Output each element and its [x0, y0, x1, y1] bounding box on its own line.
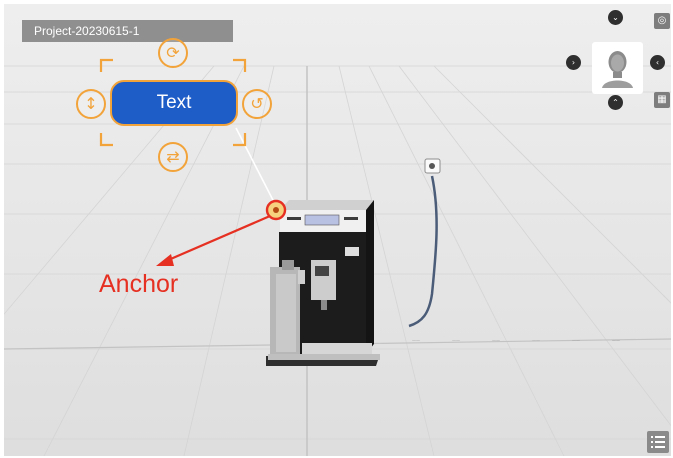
keyboard-icon: ▦	[657, 94, 667, 105]
power-cable	[408, 175, 438, 328]
resize-vertical-icon: ↕	[84, 94, 98, 113]
anchor-annotation-label: Anchor	[99, 270, 179, 298]
chevron-down-icon: ⌄	[612, 13, 619, 22]
list-menu-button[interactable]	[647, 431, 669, 453]
flip-handle[interactable]: ⇄	[158, 142, 188, 172]
keyboard-button[interactable]: ▦	[654, 92, 670, 108]
text-annotation-box[interactable]: Text	[110, 80, 238, 126]
recenter-button[interactable]: ◎	[654, 13, 670, 29]
scene-canvas[interactable]	[4, 4, 671, 456]
resize-vertical-handle[interactable]: ↕	[76, 89, 106, 119]
rotate-icon: ⟳	[166, 43, 180, 62]
axis-tick-label: ——	[532, 338, 540, 343]
leader-line	[235, 127, 277, 207]
view-down-button[interactable]: ⌄	[608, 10, 623, 25]
axis-tick-label: ——	[492, 338, 500, 343]
target-icon: ◎	[657, 15, 667, 26]
tilt-icon: ↺	[250, 94, 264, 113]
flip-icon: ⇄	[166, 147, 180, 166]
head-icon	[602, 51, 633, 88]
axis-tick-label: ——	[452, 338, 460, 343]
annotation-arrowhead	[156, 254, 174, 266]
selection-brackets	[99, 58, 247, 147]
list-icon	[651, 436, 665, 448]
anchor-marker-core	[273, 207, 279, 213]
tilt-handle[interactable]: ↺	[242, 89, 272, 119]
project-title: Project-20230615-1	[22, 20, 233, 42]
view-up-button[interactable]: ⌃	[608, 95, 623, 110]
chevron-left-icon: ‹	[655, 58, 660, 67]
axis-tick-label: ——	[412, 338, 420, 343]
3d-viewport[interactable]: —— —— —— —— —— —— Project-20230615-1 Tex…	[4, 4, 671, 456]
rotate-handle[interactable]: ⟳	[158, 38, 188, 68]
chevron-right-icon: ›	[571, 58, 576, 67]
socket-hole	[429, 163, 435, 169]
orientation-head-thumbnail[interactable]	[592, 42, 643, 94]
axis-tick-label: ——	[572, 338, 580, 343]
axis-tick-label: ——	[612, 338, 620, 343]
view-left-button[interactable]: ‹	[650, 55, 665, 70]
chevron-up-icon: ⌃	[612, 98, 619, 107]
view-right-button[interactable]: ›	[566, 55, 581, 70]
annotation-arrow	[165, 214, 271, 263]
coffee-machine[interactable]	[266, 200, 380, 366]
